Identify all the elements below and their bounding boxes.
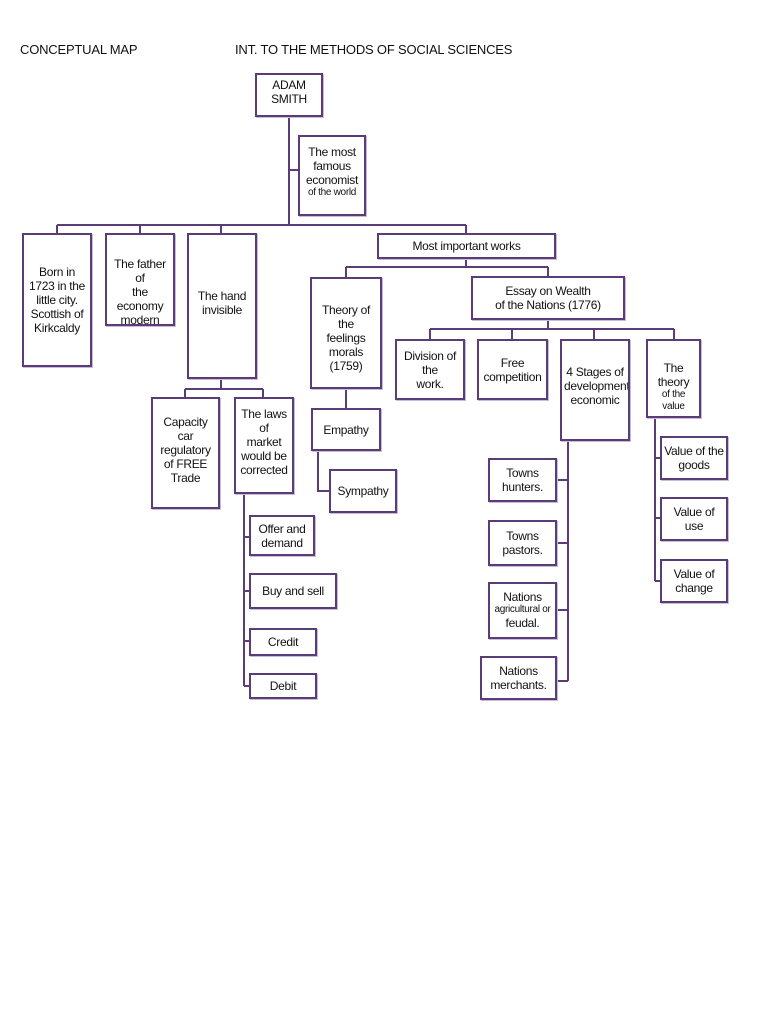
- node-value-change: Value of change: [660, 559, 728, 603]
- node-free-competition: Free competition: [477, 339, 548, 400]
- node-empathy: Empathy: [311, 408, 381, 451]
- node-important-works: Most important works: [377, 233, 556, 259]
- node-towns-pastors: Towns pastors.: [488, 520, 557, 566]
- node-value-use: Value of use: [660, 497, 728, 541]
- node-credit: Credit: [249, 628, 317, 656]
- node-sympathy: Sympathy: [329, 469, 397, 513]
- node-hand-invisible: The hand invisible: [187, 233, 257, 379]
- node-essay-wealth: Essay on Wealth of the Nations (1776): [471, 276, 625, 320]
- node-value-goods: Value of the goods: [660, 436, 728, 480]
- node-laws-market: The laws of market would be corrected: [234, 397, 294, 494]
- node-buy-sell: Buy and sell: [249, 573, 337, 609]
- node-capacity: Capacity car regulatory of FREE Trade: [151, 397, 220, 509]
- node-adam-smith: ADAM SMITH: [255, 73, 323, 117]
- node-theory-feelings: Theory of the feelings morals (1759): [310, 277, 382, 389]
- course-title: INT. TO THE METHODS OF SOCIAL SCIENCES: [235, 42, 513, 57]
- node-born: Born in 1723 in the little city. Scottis…: [22, 233, 92, 367]
- node-towns-hunters: Towns hunters.: [488, 458, 557, 502]
- node-offer-demand: Offer and demand: [249, 515, 315, 556]
- page-label: CONCEPTUAL MAP: [20, 42, 138, 57]
- node-division-work: Division of the work.: [395, 339, 465, 400]
- node-nations-merchants: Nations merchants.: [480, 656, 557, 700]
- connector: [317, 451, 329, 492]
- node-father-economy: The father of the economy modern: [105, 233, 175, 326]
- node-four-stages: 4 Stages of development economic: [560, 339, 630, 441]
- node-debit: Debit: [249, 673, 317, 699]
